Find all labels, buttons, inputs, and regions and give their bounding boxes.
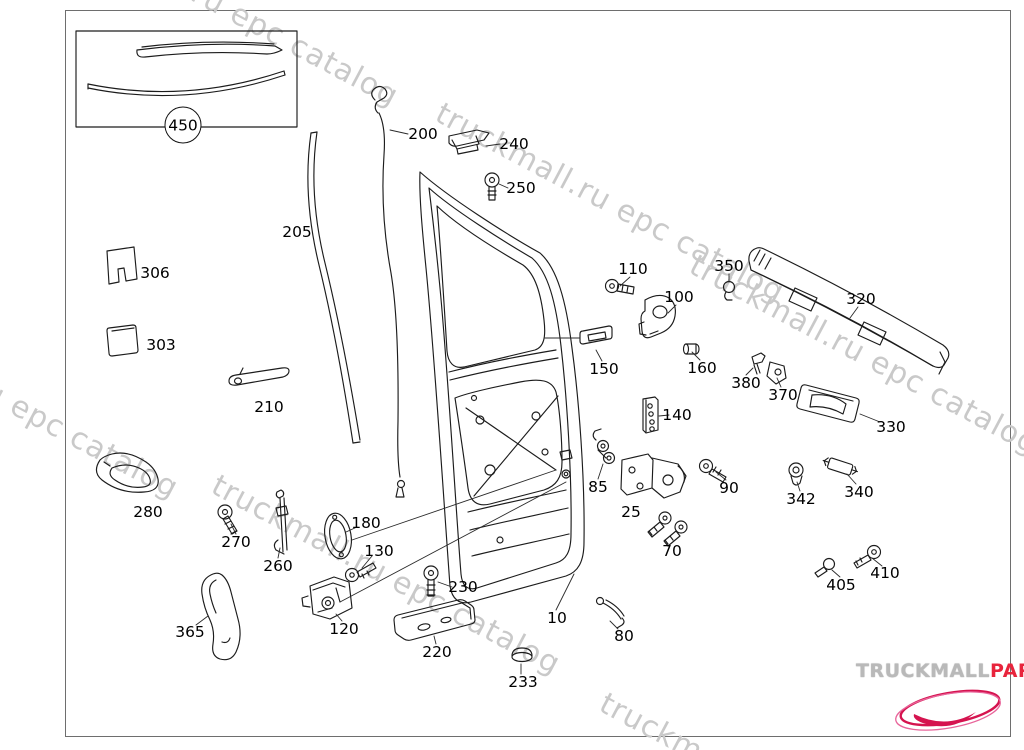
part-370-drawing [766,361,787,385]
part-label-320[interactable]: 320 [846,290,876,308]
part-label-250[interactable]: 250 [506,179,536,197]
part-280-drawing [95,452,159,493]
part-120-drawing [301,576,353,620]
logo-truckmall: TRUCKMALL [856,660,991,682]
part-303-drawing [106,324,139,357]
part-label-220[interactable]: 220 [422,643,452,661]
part-label-160[interactable]: 160 [687,359,717,377]
part-240-drawing [448,129,490,155]
part-260-drawing [273,489,289,555]
part-10-drawing [419,171,585,604]
part-410-drawing [853,544,882,569]
logo-parts: PARTS [990,660,1024,682]
part-label-80[interactable]: 80 [614,627,634,645]
part-label-100[interactable]: 100 [664,288,694,306]
part-label-70[interactable]: 70 [662,542,682,560]
part-label-130[interactable]: 130 [364,542,394,560]
part-label-260[interactable]: 260 [263,557,293,575]
part-130-drawing [344,562,377,583]
part-220-drawing [393,599,476,641]
part-label-205[interactable]: 205 [282,223,312,241]
part-label-330[interactable]: 330 [876,418,906,436]
logo-text: TRUCKMALLPARTS [856,660,1024,682]
part-label-200[interactable]: 200 [408,125,438,143]
part-100-drawing [638,294,676,339]
part-270-drawing [217,504,238,535]
part-210-drawing [228,367,290,386]
part-label-350[interactable]: 350 [714,257,744,275]
part-label-85[interactable]: 85 [588,478,608,496]
part-250-drawing [484,172,500,201]
part-label-380[interactable]: 380 [731,374,761,392]
part-label-140[interactable]: 140 [662,406,692,424]
part-342-drawing [788,462,804,486]
part-label-180[interactable]: 180 [351,514,381,532]
part-label-270[interactable]: 270 [221,533,251,551]
part-200-drawing [371,85,406,498]
part-label-340[interactable]: 340 [844,483,874,501]
part-365-drawing [201,572,241,661]
part-label-90[interactable]: 90 [719,479,739,497]
part-label-150[interactable]: 150 [589,360,619,378]
part-label-230[interactable]: 230 [448,578,478,596]
part-25-drawing [620,453,687,499]
part-306-drawing [106,246,138,285]
part-380-drawing [751,352,766,375]
part-label-365[interactable]: 365 [175,623,205,641]
part-label-210[interactable]: 210 [254,398,284,416]
part-180-drawing [324,512,352,560]
part-230-drawing [423,565,439,597]
part-label-280[interactable]: 280 [133,503,163,521]
part-70-drawing [647,511,688,547]
part-label-370[interactable]: 370 [768,386,798,404]
part-160-drawing [682,343,700,355]
part-140-drawing [642,396,659,434]
diagram-frame [65,10,1011,737]
part-label-342[interactable]: 342 [786,490,816,508]
part-label-410[interactable]: 410 [870,564,900,582]
part-330-drawing [796,384,860,423]
part-label-110[interactable]: 110 [618,260,648,278]
part-label-450[interactable]: 450 [164,106,202,144]
part-label-306[interactable]: 306 [140,264,170,282]
truckmall-logo: TRUCKMALLPARTS [856,660,1024,735]
part-label-25[interactable]: 25 [621,503,641,521]
part-85-drawing [592,428,616,465]
part-110-drawing [604,278,635,295]
part-label-120[interactable]: 120 [329,620,359,638]
part-320-drawing [748,247,950,375]
part-label-405[interactable]: 405 [826,576,856,594]
logo-swoosh-icon [895,689,1001,731]
part-label-240[interactable]: 240 [499,135,529,153]
part-label-10[interactable]: 10 [547,609,567,627]
part-205-drawing [307,131,361,444]
part-label-233[interactable]: 233 [508,673,538,691]
part-405-drawing [814,557,836,578]
part-80-drawing [595,596,625,629]
part-233-drawing [511,647,533,663]
part-150-drawing [579,325,613,345]
leader-lines [195,129,883,675]
part-label-303[interactable]: 303 [146,336,176,354]
part-340-drawing [822,457,859,476]
